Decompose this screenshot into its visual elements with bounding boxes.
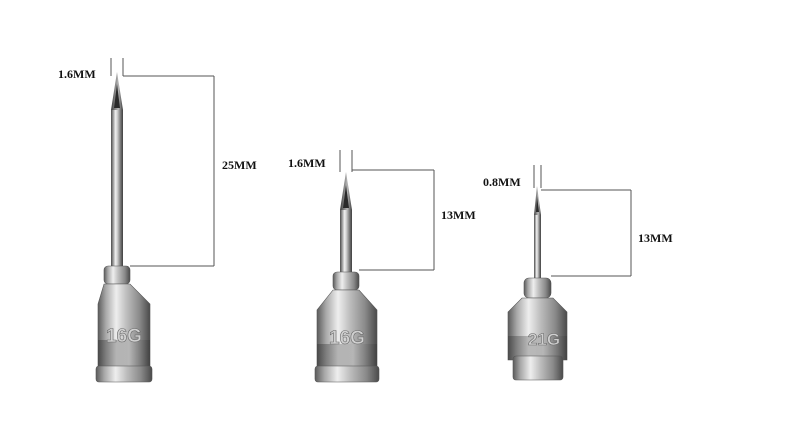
needle-3-gauge: 21G xyxy=(528,330,560,349)
needle-1-length-label: 25MM xyxy=(222,158,257,172)
needle-1-collar xyxy=(103,265,131,285)
needle-3-diameter-label: 0.8MM xyxy=(483,175,521,189)
needle-1-diameter-label: 1.6MM xyxy=(58,67,96,81)
needle-1-gauge: 16G xyxy=(106,326,142,347)
needle-1: 16G xyxy=(95,58,215,383)
needle-3: 21G xyxy=(507,165,632,381)
needle-2-gauge: 16G xyxy=(329,328,365,349)
needle-2: 16G xyxy=(314,150,435,383)
needle-2-shaft xyxy=(340,210,352,276)
needle-3-collar xyxy=(523,277,552,299)
needle-2-collar xyxy=(332,271,360,291)
needle-2-diameter-label: 1.6MM xyxy=(288,156,326,170)
needle-3-length-label: 13MM xyxy=(638,231,673,245)
needle-2-length-label: 13MM xyxy=(441,208,476,222)
needle-3-shaft xyxy=(534,215,541,281)
needle-1-shaft xyxy=(111,110,123,270)
